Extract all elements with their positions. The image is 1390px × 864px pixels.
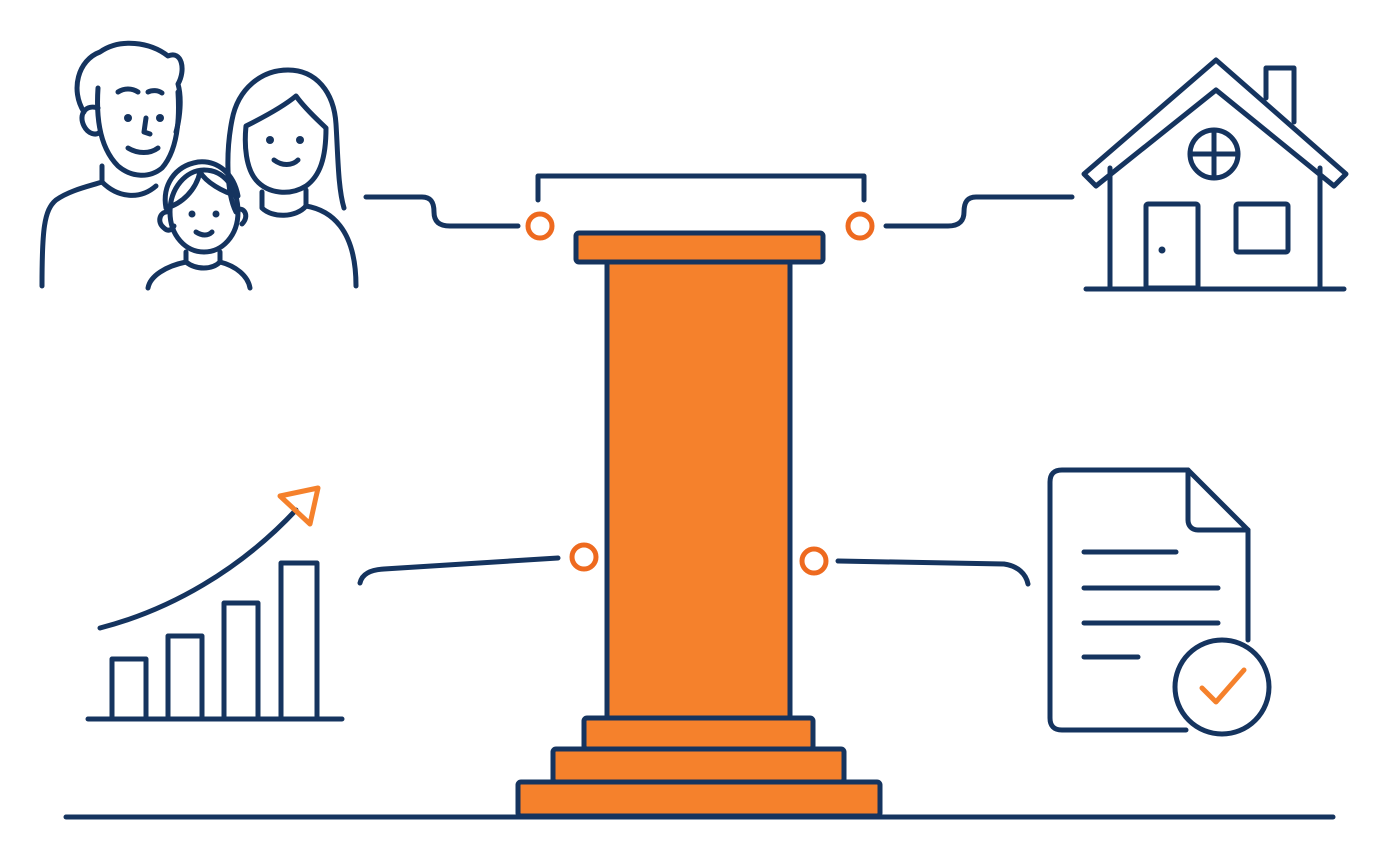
approved-document-icon [1047,467,1272,737]
connector-family [363,194,521,229]
house-walls [1107,165,1323,291]
chart-bar-2 [165,633,205,722]
mother-face [242,93,329,195]
connector-house [883,194,1075,229]
approval-badge [1172,637,1272,737]
child-ear-right [233,206,249,227]
child-hair [162,159,241,211]
chart-bar-1 [109,656,149,722]
connector-chart [357,555,561,586]
chart-bar-4 [278,560,320,722]
connector-node-mid-left [569,542,599,572]
child-body [145,259,253,291]
child-face [167,167,241,255]
father-neck [39,163,105,289]
house-door [1143,201,1201,291]
family-icon [39,40,359,291]
father-ear [79,104,103,137]
pillar-base-step-3 [515,779,883,819]
document-fold [1185,467,1251,533]
house-chimney [1263,65,1297,125]
chart-arrow-head [277,485,321,527]
pillar-capital [573,230,826,265]
connectors [357,173,1075,587]
father-collar [99,179,159,198]
connector-node-top-left [525,211,555,241]
capital-bracket [535,173,867,203]
connector-node-top-right [845,211,875,241]
chart-trend-line [97,507,299,631]
child-ear-left [157,209,177,233]
house-icon [1081,57,1349,292]
pillar-base-step-1 [581,715,816,752]
mother-hair [225,67,347,215]
growth-chart-icon [85,485,345,722]
pillar-shaft [604,259,793,721]
connector-document [835,558,1031,587]
father-brow [115,86,165,96]
chart-bar-3 [221,600,261,722]
father-face [95,85,181,178]
house-roof [1081,57,1349,189]
pillar-icon [515,230,883,819]
house-window [1233,201,1291,255]
check-icon [1199,667,1247,705]
connector-node-mid-right [799,546,829,576]
document-outline [1047,467,1251,733]
mother-body [303,203,359,289]
pillar-base-step-2 [550,746,847,785]
